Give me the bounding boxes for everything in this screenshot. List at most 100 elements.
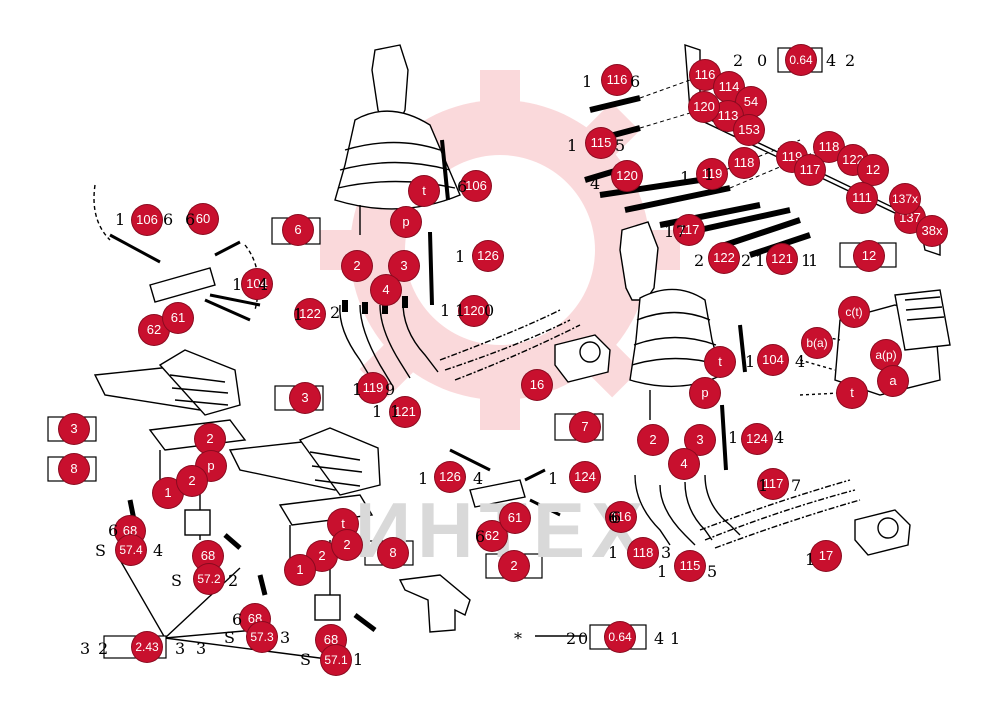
part-callout-c62[interactable]: 12: [858, 155, 888, 185]
part-callout-c49[interactable]: 0.64: [786, 45, 816, 75]
part-callout-c73[interactable]: a(p): [871, 340, 901, 370]
part-callout-c64[interactable]: 122: [709, 243, 739, 273]
part-callout-c60[interactable]: 122: [838, 145, 868, 175]
part-number-label-l10: 1: [455, 301, 467, 320]
part-callout-c83[interactable]: 124: [742, 424, 772, 454]
part-callout-c46[interactable]: 116: [602, 65, 632, 95]
part-number-label-l26: S: [224, 628, 236, 647]
part-callout-c66[interactable]: 111: [847, 183, 877, 213]
part-callout-c63[interactable]: 117: [674, 215, 704, 245]
part-callout-c21[interactable]: 2: [195, 424, 225, 454]
part-callout-c51[interactable]: 115: [586, 128, 616, 158]
part-number-label-l70: 1: [670, 629, 682, 648]
part-number-label-l59: 1: [758, 476, 770, 495]
part-number-label-l68: 0: [578, 629, 590, 648]
part-callout-c29[interactable]: 2.43: [132, 632, 162, 662]
part-callout-c12[interactable]: 4: [371, 275, 401, 305]
part-callout-c79[interactable]: p: [690, 378, 720, 408]
part-number-label-l58: 6: [611, 508, 623, 527]
part-callout-c28[interactable]: 57.2: [194, 564, 224, 594]
part-number-label-l16: 1: [390, 402, 402, 421]
part-callout-c14[interactable]: 122: [295, 299, 325, 329]
part-callout-c34[interactable]: 2: [332, 530, 362, 560]
part-number-label-l15: 1: [372, 402, 384, 421]
part-callout-c15[interactable]: 120: [459, 296, 489, 326]
part-callout-c57[interactable]: 119: [697, 159, 727, 189]
part-number-label-l56: 1: [745, 352, 757, 371]
part-callout-c70[interactable]: 12: [854, 241, 884, 271]
part-callout-c40[interactable]: 124: [570, 462, 600, 492]
part-callout-c68[interactable]: 137x: [890, 184, 920, 214]
part-callout-c43[interactable]: 116: [606, 502, 636, 532]
part-callout-c77[interactable]: t: [705, 347, 735, 377]
part-callout-c87[interactable]: 17: [811, 541, 841, 571]
part-callout-c02[interactable]: 60: [188, 204, 218, 234]
part-callout-c44[interactable]: 2: [499, 551, 529, 581]
part-callout-c07[interactable]: t: [409, 176, 439, 206]
part-callout-c39[interactable]: 126: [435, 462, 465, 492]
part-callout-c53[interactable]: 153: [734, 115, 764, 145]
part-number-label-l11: 1: [440, 301, 452, 320]
part-number-label-l67: 2: [566, 629, 578, 648]
part-callout-c17[interactable]: 121: [390, 397, 420, 427]
part-callout-c01[interactable]: 106: [132, 205, 162, 235]
part-callout-c38[interactable]: 57.1: [321, 645, 351, 675]
part-callout-c48[interactable]: 114: [714, 72, 744, 102]
part-callout-c71[interactable]: c(t): [839, 297, 869, 327]
part-callout-c84[interactable]: 117: [758, 469, 788, 499]
part-callout-c10[interactable]: 2: [342, 251, 372, 281]
part-callout-c69[interactable]: 38x: [917, 216, 947, 246]
part-callout-c26[interactable]: 57.4: [116, 535, 146, 565]
part-number-label-l64: 5: [707, 562, 719, 581]
part-number-label-l47: 7: [676, 222, 688, 241]
part-callout-c03[interactable]: 104: [242, 269, 272, 299]
part-callout-c56[interactable]: 118: [729, 148, 759, 178]
part-callout-c42[interactable]: 61: [500, 503, 530, 533]
part-callout-c32[interactable]: 8: [378, 538, 408, 568]
part-callout-c80[interactable]: 2: [638, 425, 668, 455]
part-callout-c76[interactable]: 7: [570, 412, 600, 442]
part-number-label-l45: 2: [845, 51, 857, 70]
part-callout-c50[interactable]: 54: [736, 87, 766, 117]
part-callout-c85[interactable]: 118: [628, 538, 658, 568]
part-callout-c55[interactable]: 120: [612, 161, 642, 191]
part-callout-c08[interactable]: 106: [461, 171, 491, 201]
part-callout-c24[interactable]: 2: [177, 466, 207, 496]
part-number-label-l40: 4: [590, 174, 602, 193]
part-number-label-l66: *: [514, 629, 523, 648]
part-callout-c33[interactable]: 1: [285, 555, 315, 585]
part-callout-c86[interactable]: 115: [675, 551, 705, 581]
part-callout-c54[interactable]: 120: [689, 92, 719, 122]
part-callout-c61[interactable]: 117: [795, 155, 825, 185]
part-callout-c75[interactable]: t: [837, 378, 867, 408]
part-number-label-l24: 3: [175, 639, 187, 658]
part-callout-c06[interactable]: 6: [283, 215, 313, 245]
left-hose-1: [339, 304, 373, 381]
part-callout-c18[interactable]: 3: [59, 414, 89, 444]
part-callout-c72[interactable]: b(a): [802, 328, 832, 358]
part-callout-c20[interactable]: 3: [290, 383, 320, 413]
part-callout-c82[interactable]: 4: [669, 449, 699, 479]
part-number-label-l35: 6: [608, 508, 620, 527]
part-callout-c16[interactable]: 119: [358, 373, 388, 403]
part-callout-c74[interactable]: a: [878, 366, 908, 396]
part-callout-c78[interactable]: 104: [758, 345, 788, 375]
part-number-label-l25: 3: [196, 639, 208, 658]
part-number-label-l61: 1: [608, 543, 620, 562]
part-callout-c05[interactable]: 61: [163, 303, 193, 333]
part-callout-c11[interactable]: 3: [389, 251, 419, 281]
part-callout-c13[interactable]: 126: [473, 241, 503, 271]
part-callout-c19[interactable]: 8: [59, 454, 89, 484]
part-number-label-l51: 1: [755, 251, 767, 270]
part-number-label-l13: 1: [352, 380, 364, 399]
part-number-label-l04: 1: [232, 275, 244, 294]
part-callout-c45[interactable]: 16: [522, 370, 552, 400]
part-callout-c36[interactable]: 57.3: [247, 622, 277, 652]
part-number-label-l28: 6: [232, 610, 244, 629]
part-callout-c09[interactable]: p: [391, 207, 421, 237]
part-callout-c65[interactable]: 121: [767, 244, 797, 274]
part-number-label-l08: 1: [455, 247, 467, 266]
part-callout-c88[interactable]: 0.64: [605, 622, 635, 652]
part-number-label-l29: S: [300, 650, 312, 669]
